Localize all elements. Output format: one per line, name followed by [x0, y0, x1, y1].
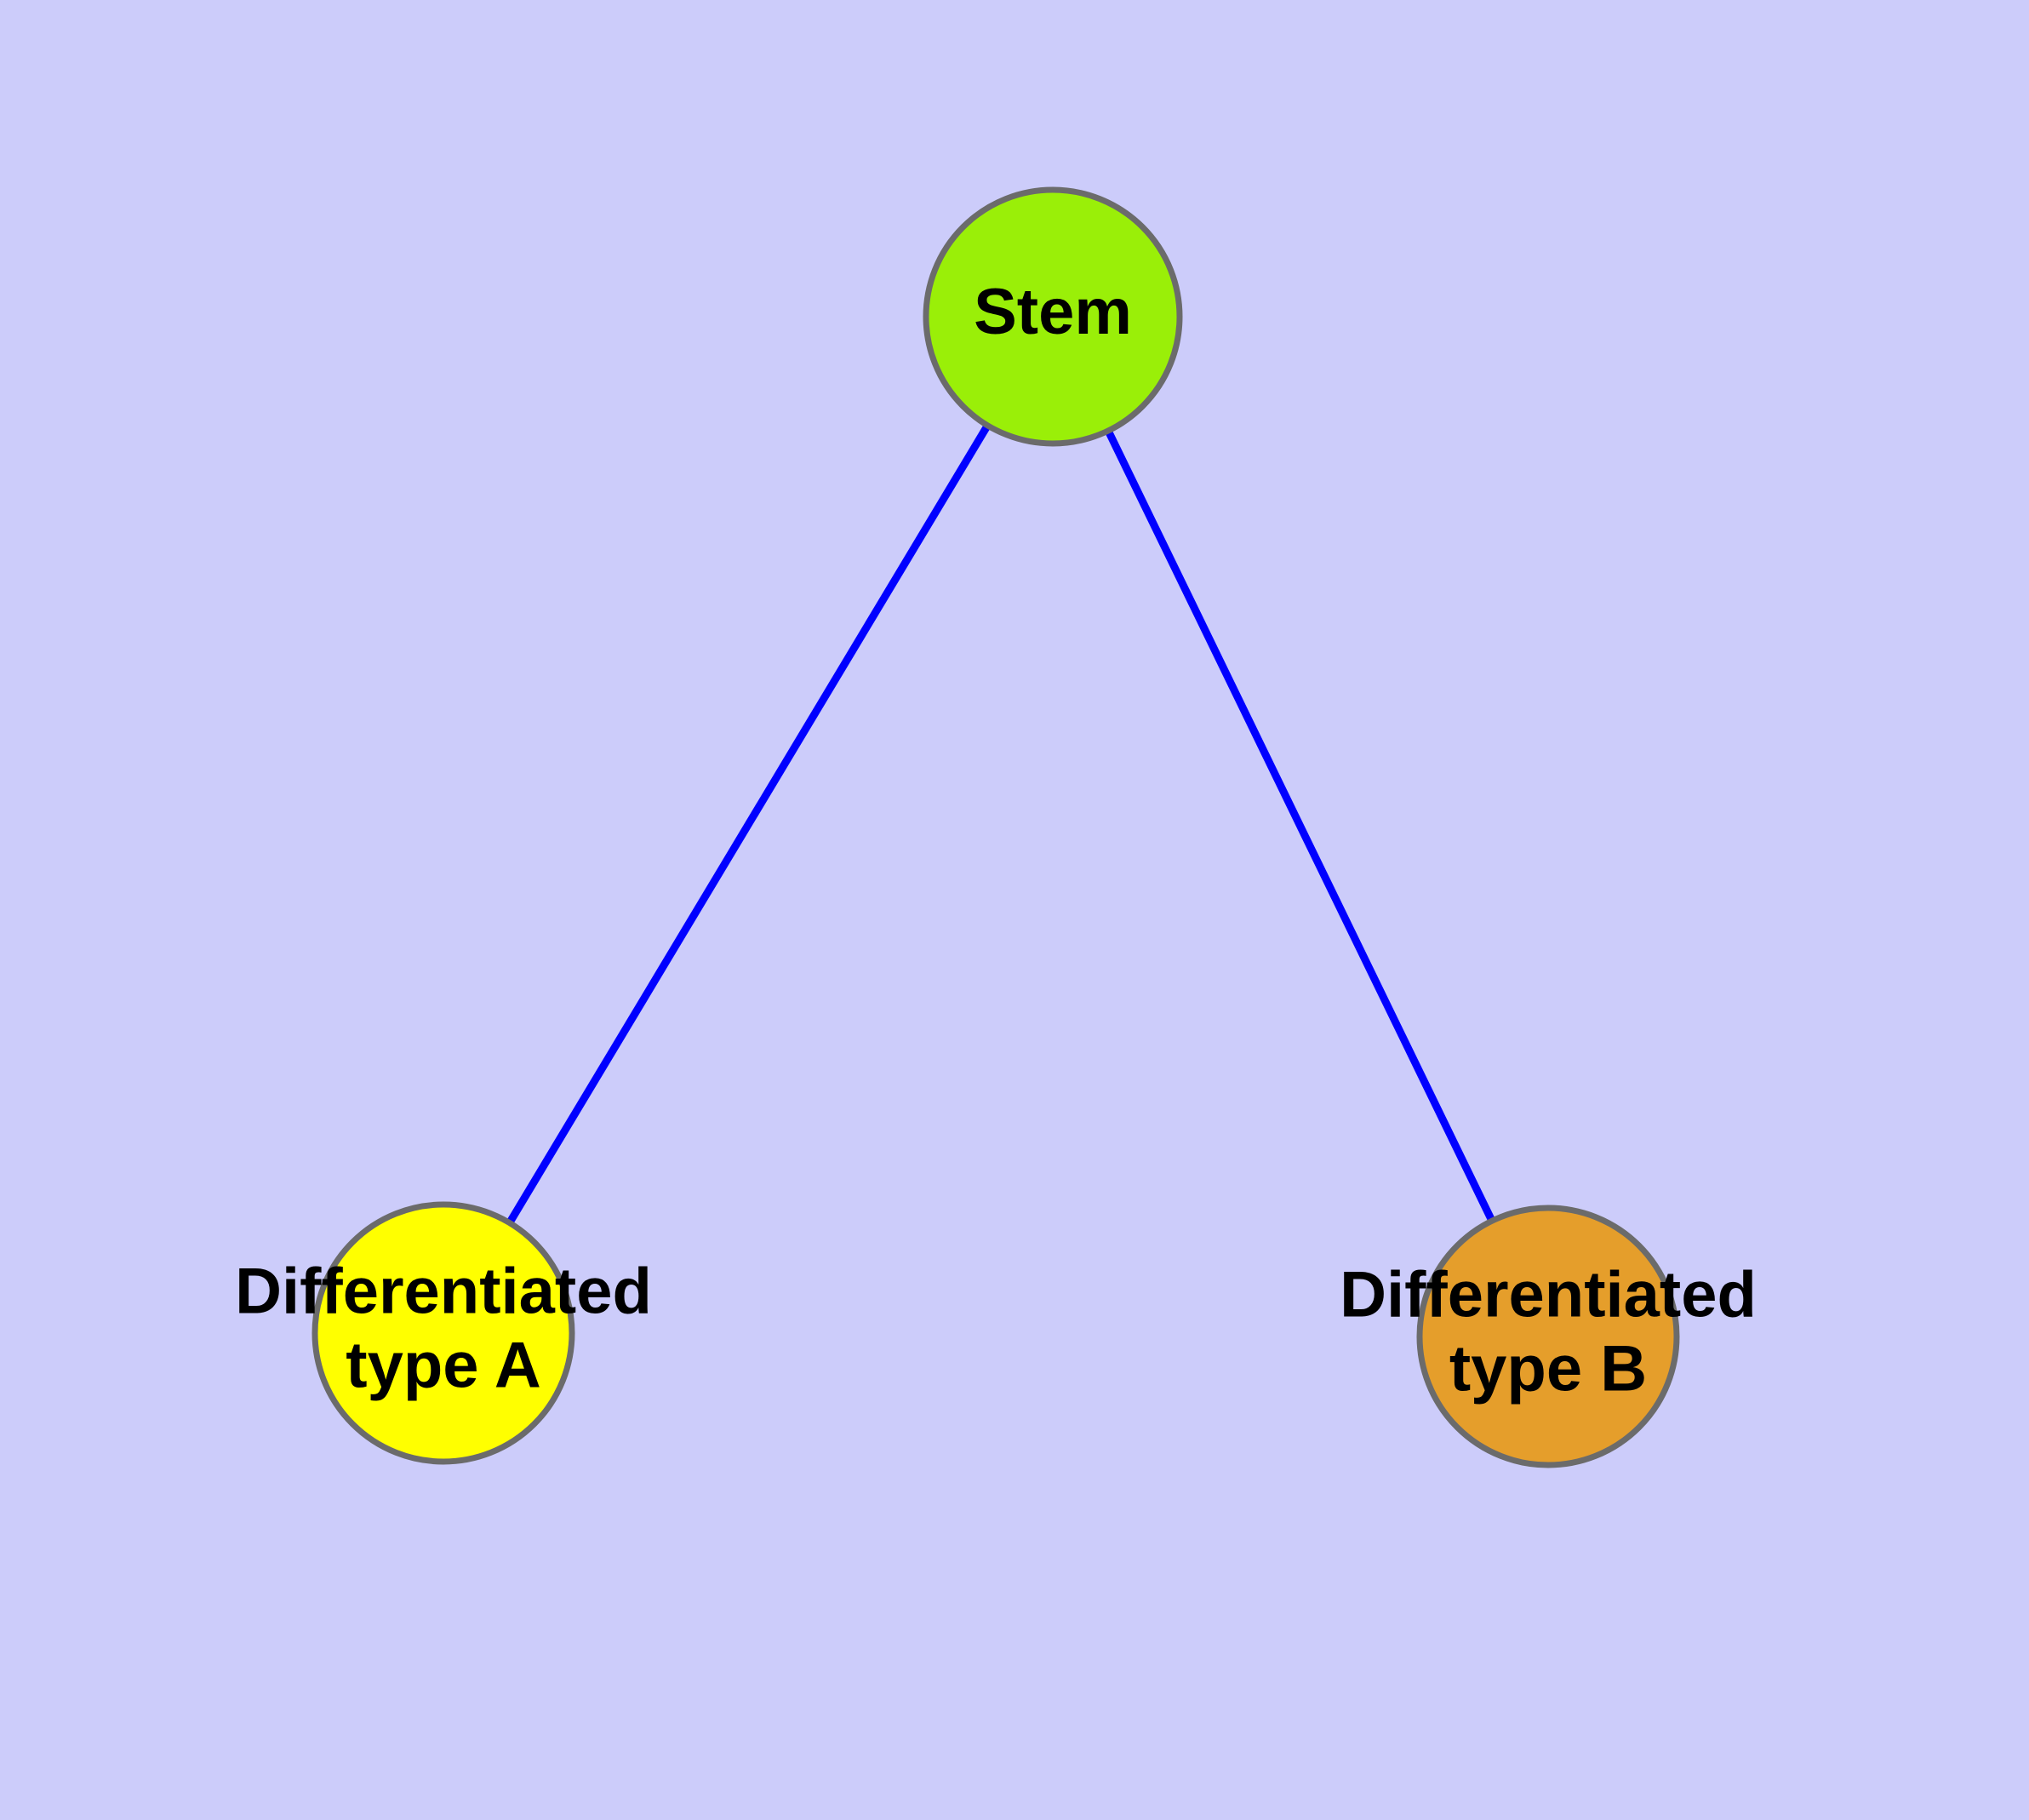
nodes-layer: [311, 186, 1680, 1468]
node-label-line: Stem: [974, 276, 1132, 348]
node-label-stem: Stem: [974, 276, 1132, 348]
node-label-line: Differentiated: [235, 1256, 652, 1328]
node-diff-type-a[interactable]: [311, 1201, 575, 1465]
node-diff-type-b[interactable]: [1416, 1205, 1680, 1468]
node-label-line: Differentiated: [1340, 1259, 1757, 1331]
edges-layer: [506, 425, 1495, 1224]
node-stem[interactable]: [923, 186, 1183, 447]
node-label-line: type B: [1449, 1332, 1647, 1405]
edge-stem-to-a[interactable]: [506, 425, 991, 1224]
edge-stem-to-b[interactable]: [1105, 430, 1495, 1222]
node-label-line: type A: [346, 1329, 540, 1401]
